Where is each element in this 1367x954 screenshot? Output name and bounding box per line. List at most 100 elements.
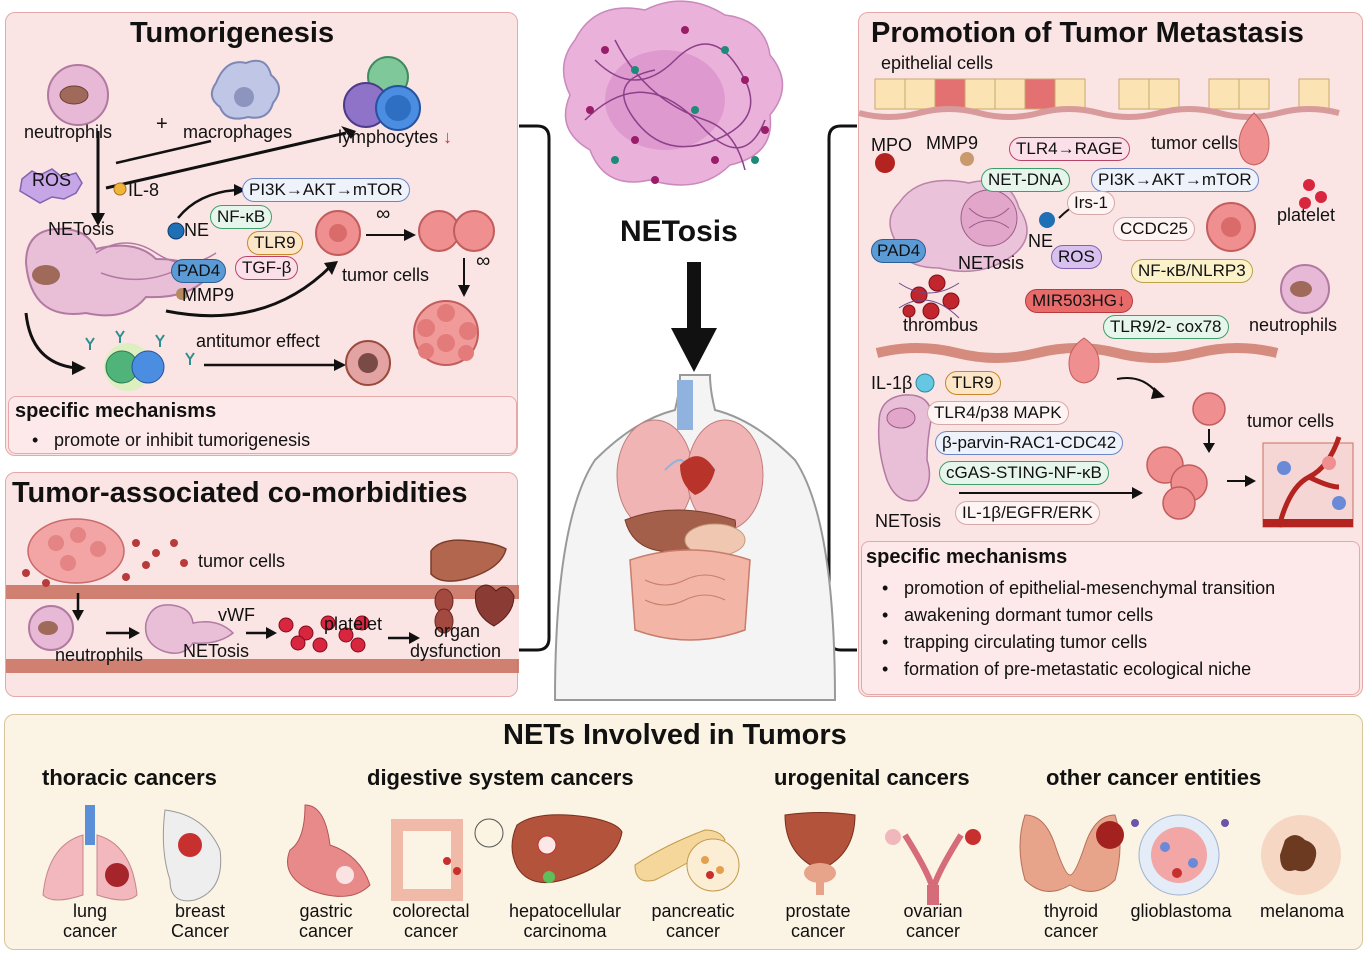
- pill-tlr4-rage: TLR4→RAGE: [1009, 137, 1130, 161]
- pill-cgas: cGAS-STING-NF-κB: [939, 461, 1109, 485]
- heart-icon: [474, 584, 515, 627]
- pill-nfkb-nlrp3: NF-κB/NLRP3: [1131, 259, 1253, 283]
- label-dysfunction: dysfunction: [410, 641, 502, 661]
- pill-ros: ROS: [1051, 245, 1102, 269]
- tumor-cluster-icon: [1146, 392, 1226, 520]
- tumorigenesis-illustrations: [19, 56, 495, 391]
- glioblastoma-icon: [1131, 814, 1229, 896]
- mechanism-item: promote or inhibit tumorigenesis: [32, 430, 310, 451]
- colorectal-icon: [391, 818, 504, 901]
- label-ne: NE: [1028, 231, 1054, 251]
- thrombus-icon: [902, 274, 960, 320]
- metastasis-mechanisms-box: specific mechanisms promotion of epithel…: [861, 541, 1360, 695]
- pill-tlr9-cox: TLR9/2- cox78: [1103, 315, 1229, 339]
- tumor-mass-icon: [27, 518, 125, 584]
- comorbidities-illustrations: [6, 518, 519, 673]
- label-organ: organ: [434, 621, 481, 641]
- pill-tgfb: TGF-β: [235, 256, 299, 280]
- pill-pi3k: PI3K→AKT→mTOR: [1091, 168, 1259, 192]
- tumorigenesis-panel: Tumorigenesis: [5, 12, 518, 456]
- net-web-icon: [562, 0, 784, 186]
- label-vwf: vWF: [218, 605, 255, 625]
- label-il1b: IL-1β: [871, 373, 913, 393]
- liver-icon: [511, 814, 623, 884]
- label-netosis-bottom: NETosis: [875, 511, 942, 531]
- metastasis-illustrations: [858, 78, 1354, 528]
- label-infinity-1: ∞: [376, 203, 391, 225]
- pill-il1b-egfr: IL-1β/EGFR/ERK: [955, 501, 1100, 525]
- mechanism-item: trapping circulating tumor cells: [882, 632, 1147, 653]
- label-ne: NE: [184, 220, 210, 240]
- pill-tlr9: TLR9: [945, 371, 1001, 395]
- label-netosis: NETosis: [48, 219, 115, 239]
- tumorigenesis-title: Tumorigenesis: [130, 17, 335, 49]
- pill-net-dna: NET-DNA: [981, 168, 1070, 192]
- down-arrow-icon: ↓: [443, 127, 453, 147]
- stomach-icon: [287, 804, 371, 897]
- label-plus: +: [156, 113, 168, 135]
- pill-nfkb: NF-κB: [210, 205, 273, 229]
- label-antitumor: antitumor effect: [196, 331, 320, 351]
- label-mmp9: MMP9: [182, 285, 235, 305]
- tumorigenesis-mechanisms-box: specific mechanisms promote or inhibit t…: [8, 396, 517, 454]
- pancreas-icon: [634, 829, 740, 892]
- pill-tlr4-p38: TLR4/p38 MAPK: [927, 401, 1069, 425]
- metastasis-title: Promotion of Tumor Metastasis: [871, 17, 1304, 49]
- lung-icon: [42, 805, 138, 901]
- mechanism-item: promotion of epithelial-mesenchymal tran…: [882, 578, 1275, 599]
- label-platelet: platelet: [1277, 205, 1336, 225]
- metastatic-niche-icon: [1262, 436, 1354, 528]
- category-urogenital: urogenital cancers: [774, 765, 970, 790]
- label-il8: IL-8: [128, 180, 160, 200]
- prostate-icon: [784, 812, 856, 895]
- pill-irs1: Irs-1: [1067, 191, 1115, 215]
- pill-tlr9: TLR9: [247, 231, 303, 255]
- label-netosis: NETosis: [183, 641, 250, 661]
- label-neutrophils: neutrophils: [1249, 315, 1338, 335]
- nets-tumors-panel: NETs Involved in Tumors thoracic cancers…: [4, 714, 1363, 950]
- comorbidities-title: Tumor-associated co-morbidities: [12, 477, 468, 509]
- cancer-melanoma: melanoma: [1259, 901, 1345, 921]
- pill-mir: MIR503HG↓: [1025, 289, 1133, 313]
- category-digestive: digestive system cancers: [367, 765, 634, 790]
- cancer-icons: [42, 804, 1341, 905]
- epithelial-cells-icon: [874, 78, 1330, 110]
- center-netosis-label: NETosis: [620, 215, 738, 248]
- label-neutrophils: neutrophils: [24, 122, 113, 142]
- pill-ccdc25: CCDC25: [1113, 217, 1196, 241]
- label-tumor-cells-bottom: tumor cells: [1247, 411, 1335, 431]
- label-macrophages: macrophages: [183, 122, 293, 142]
- label-thrombus: thrombus: [903, 315, 979, 335]
- pill-parvin: β-parvin-RAC1-CDC42: [935, 431, 1124, 455]
- pill-pad4: PAD4: [171, 259, 227, 283]
- mechanism-item: formation of pre-metastatic ecological n…: [882, 659, 1251, 680]
- breast-icon: [162, 809, 222, 902]
- mechanisms-title: specific mechanisms: [866, 546, 1068, 568]
- netosis-cell-icon: [144, 604, 235, 654]
- ros-burst-icon: [19, 168, 83, 204]
- pill-pi3k: PI3K→AKT→mTOR: [242, 178, 410, 202]
- label-lymphocytes: lymphocytes ↓: [338, 127, 453, 147]
- ovarian-icon: [885, 829, 981, 905]
- label-infinity-2: ∞: [476, 250, 491, 272]
- tumor-mass-icon: [413, 300, 479, 366]
- platelet-icon: [278, 615, 370, 653]
- label-platelet: platelet: [324, 614, 383, 634]
- cancer-glioblastoma: glioblastoma: [1130, 901, 1232, 921]
- liver-icon: [430, 539, 507, 582]
- label-tumor-cells-top: tumor cells: [1151, 133, 1239, 153]
- nets-tumors-title: NETs Involved in Tumors: [503, 719, 847, 751]
- category-thoracic: thoracic cancers: [42, 765, 217, 790]
- melanoma-icon: [1261, 815, 1341, 895]
- center-illustrations: [519, 0, 857, 701]
- label-tumor-cells: tumor cells: [342, 265, 430, 285]
- label-ros: ROS: [32, 170, 72, 190]
- antibody-icons: [85, 330, 195, 365]
